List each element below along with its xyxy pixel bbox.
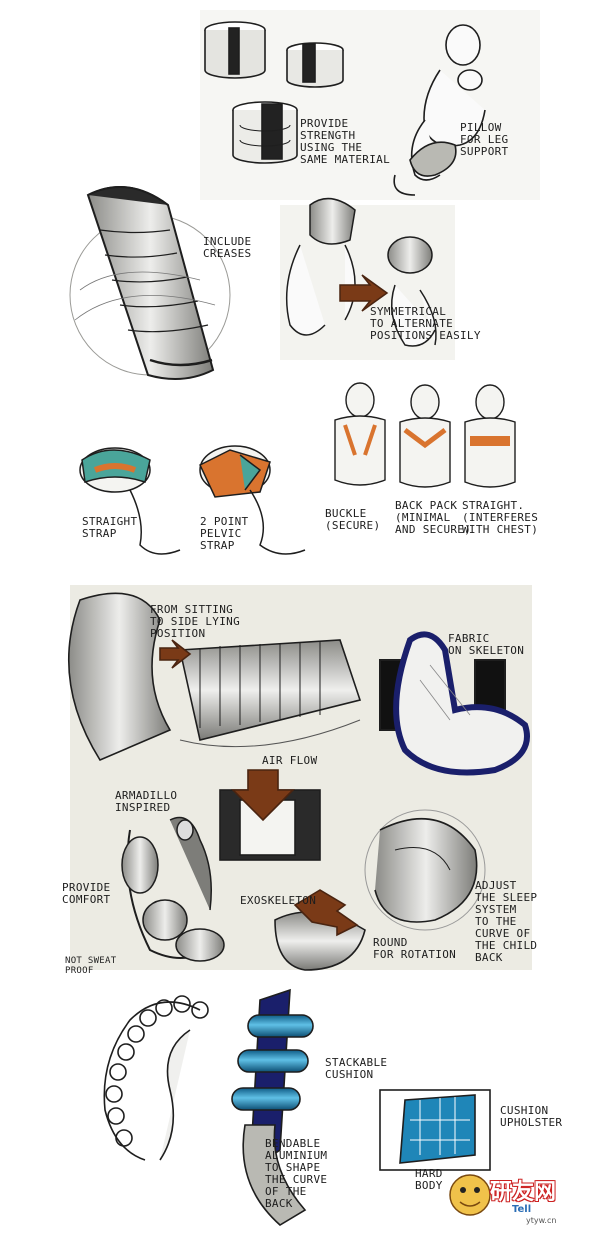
note-include-creases: INCLUDE CREASES [203,235,252,260]
note-buckle-secure: BUCKLE (SECURE) [325,507,381,532]
cushion-upholster-sketch [379,1089,491,1171]
note-cushion-upholster: CUSHION UPHOLSTER [500,1104,563,1129]
stacked-cylinders-sketch [204,21,344,164]
armadillo-inspired-sketch [121,816,225,962]
figure-leg-pillow-sketch [393,24,486,196]
two-point-pelvic-strap-sketch [199,445,306,555]
round-for-rotation-sketch [274,889,366,971]
note-provide-strength: PROVIDE STRENGTH USING THE SAME MATERIAL [300,117,390,166]
spine-figure-sketch [103,995,209,1161]
note-straight-interferes: STRAIGHT. (INTERFERES WITH CHEST) [462,499,539,536]
note-provide-comfort: PROVIDE COMFORT [62,881,111,906]
note-exoskeleton: EXOSKELETON [240,894,317,907]
note-bendable-aluminium: BENDABLE ALUMINIUM TO SHAPE THE CURVE OF… [265,1137,328,1210]
note-pillow-leg-support: PILLOW FOR LEG SUPPORT [460,121,509,158]
watermark-label: Tell [512,1204,532,1215]
watermark-url: ytyw.cn [526,1216,557,1225]
note-armadillo-inspired: ARMADILLO INSPIRED [115,789,178,814]
note-round-for-rotation: ROUND FOR ROTATION [373,936,457,961]
watermark: 研友网 Tell ytyw.cn [452,1166,592,1226]
stackable-cushion-sketch [231,988,314,1226]
note-hard-body: HARD BODY [415,1167,443,1192]
three-torso-figures-sketch [334,382,516,488]
note-two-point-pelvic-strap: 2 POINT PELVIC STRAP [200,515,249,552]
curled-child-sketch [364,809,486,931]
segmented-tube-sketch [69,186,231,380]
fabric-on-skeleton-sketch [379,631,530,776]
note-symmetrical: SYMMETRICAL TO ALTERNATE POSITIONS EASIL… [370,305,481,342]
airflow-sketch [219,769,321,861]
note-stackable-cushion: STACKABLE CUSHION [325,1056,388,1081]
note-not-sweat-proof: NOT SWEAT PROOF [65,956,117,976]
note-adjust-sleep-system: ADJUST THE SLEEP SYSTEM TO THE CURVE OF … [475,879,538,964]
note-fabric-on-skeleton: FABRIC ON SKELETON [448,632,525,657]
note-straight-strap: STRAIGHT STRAP [82,515,138,540]
note-airflow: AIR FLOW [262,754,318,767]
note-back-pack: BACK PACK (MINIMAL AND SECURE) [395,499,472,536]
watermark-brand: 研友网 [490,1180,557,1205]
symmetrical-figures-sketch [285,197,437,347]
straight-strap-sketch [79,447,181,555]
sitting-to-side-lying-sketch [67,592,362,762]
watermark-mascot-icon [449,1174,491,1216]
note-sitting-to-side-lying: FROM SITTING TO SIDE LYING POSITION [150,603,240,640]
